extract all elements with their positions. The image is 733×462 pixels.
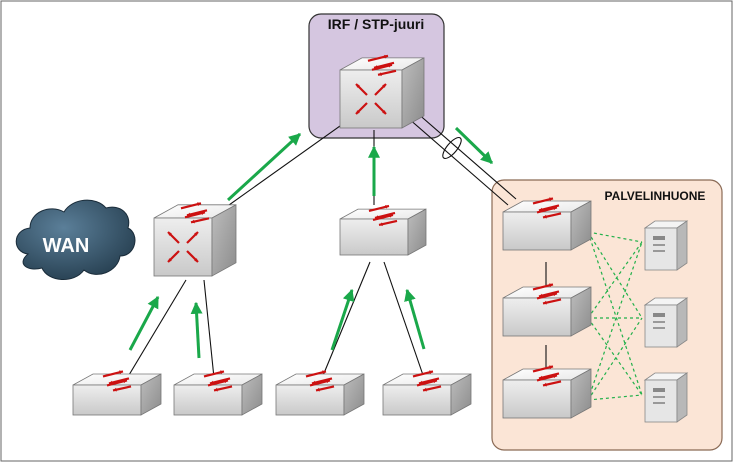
access-4-switch-l2-icon — [382, 370, 472, 416]
devices — [72, 54, 689, 423]
link-lines — [125, 111, 547, 381]
core-switch-l3-icon — [339, 54, 425, 129]
wan-cloud-icon: WAN — [15, 199, 136, 280]
server-link — [587, 317, 643, 396]
server-icon-1 — [643, 220, 689, 271]
wan-label: WAN — [43, 235, 90, 257]
distribution-left-switch-l3-icon — [153, 202, 237, 277]
link-core-left — [221, 125, 341, 211]
link-left-access-2 — [203, 279, 215, 379]
server-icon-3 — [643, 372, 689, 423]
server-link — [587, 317, 643, 401]
arrow-up-icon — [190, 301, 203, 359]
server-link — [587, 231, 643, 319]
access-3-switch-l2-icon — [275, 370, 365, 416]
link-center-access-2 — [383, 261, 425, 379]
arrow-up-icon — [226, 132, 302, 202]
link-left-access-1 — [125, 279, 187, 381]
server-icon-2 — [643, 297, 689, 348]
access-1-switch-l2-icon — [72, 370, 162, 416]
link-center-access-1 — [321, 261, 371, 379]
server-link — [587, 231, 643, 396]
arrow-up-icon — [128, 295, 160, 351]
server-room-switch-l2-icon-3 — [502, 365, 592, 419]
server-link-lines — [587, 231, 643, 401]
link-aggregation-icon — [442, 136, 462, 160]
traffic-arrows — [128, 126, 494, 359]
link-core-server-1 — [407, 117, 509, 206]
arrow-down-right-icon — [454, 126, 494, 165]
server-link — [587, 241, 643, 401]
link-core-server-2 — [415, 111, 517, 200]
distribution-center-switch-l2-icon — [339, 204, 427, 256]
server-room-switch-l2-icon-1 — [502, 197, 592, 251]
server-room-switch-l2-icon-2 — [502, 283, 592, 337]
server-room-label: PALVELINHUONE — [605, 189, 706, 203]
access-2-switch-l2-icon — [173, 370, 263, 416]
arrow-up-icon — [404, 288, 426, 350]
core-zone-label: IRF / STP-juuri — [328, 16, 424, 32]
arrow-up-icon — [330, 288, 355, 351]
